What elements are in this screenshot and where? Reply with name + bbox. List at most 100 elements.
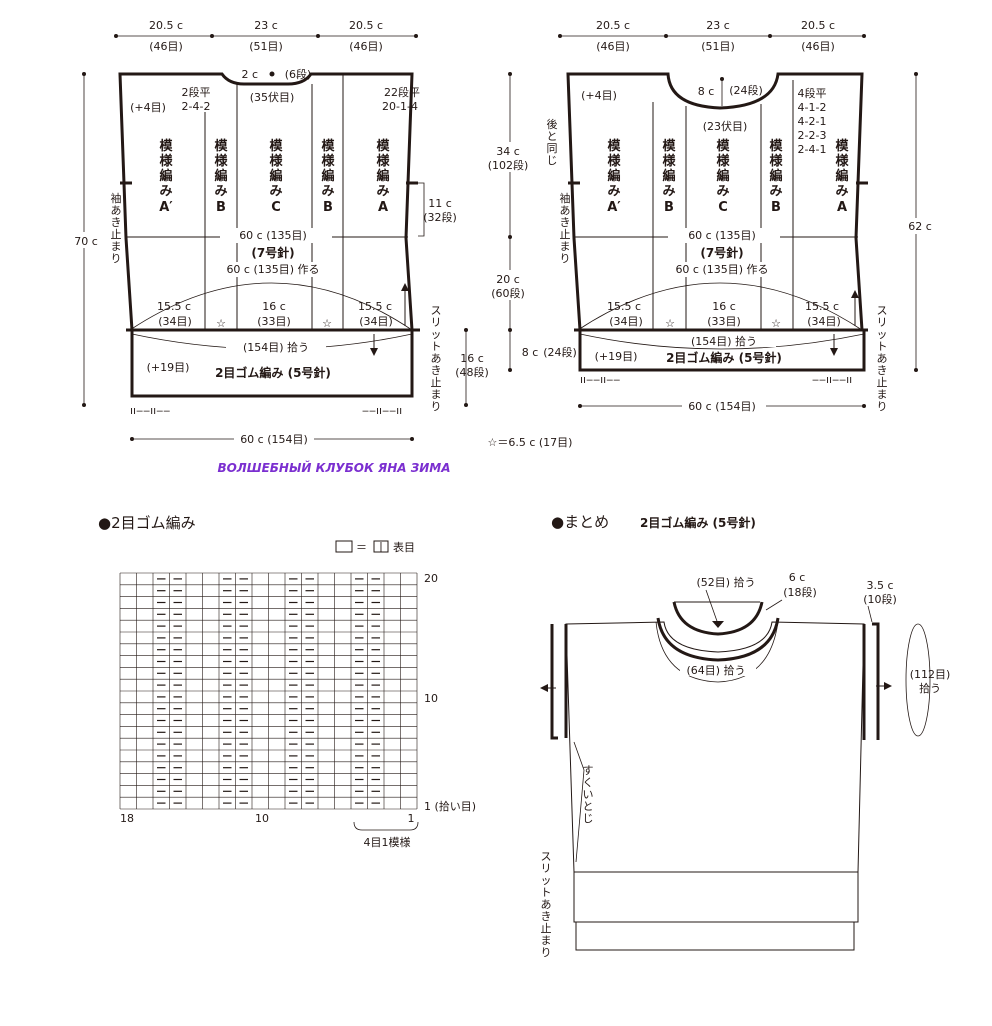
finish-subtitle: 2目ゴム編み (5号針) <box>640 515 756 530</box>
front-hem-split-3-st: (34目) <box>359 315 393 328</box>
front-dim-mid-st: (51目) <box>249 40 283 53</box>
back-dim-rib: 8 c <box>522 346 539 359</box>
front-hem-split-2: 16 c <box>262 300 286 313</box>
legend-text: 表目 <box>393 540 415 554</box>
back-hem-split-2: 16 c <box>712 300 736 313</box>
front-rib-marks-right: ‒‒ıı‒‒ıı <box>362 404 402 417</box>
back-star-2: ☆ <box>771 317 781 330</box>
back-cast-on: 60 c (135目) 作る <box>675 263 768 276</box>
back-hem-split-3-st: (34目) <box>807 315 841 328</box>
front-shape-right-2: 20-1-4 <box>382 100 418 113</box>
watermark: ВОЛШЕБНЫЙ КЛУБОК ЯНА ЗИМА <box>217 460 450 475</box>
star-note: ☆＝6.5 c (17目) <box>488 436 573 449</box>
front-star-1: ☆ <box>216 317 226 330</box>
front-slit-label: スリットあき止まり <box>431 304 442 413</box>
back-rib: 2目ゴム編み (5号針) <box>666 350 782 365</box>
chart-grid <box>119 572 418 810</box>
back-shape-1: 4段平 <box>798 86 827 100</box>
back-pickup: (154目) 拾う <box>691 334 757 348</box>
front-hem-split-3: 15.5 c <box>358 300 392 313</box>
back-rib-marks-left: ıı‒‒ıı‒‒ <box>580 373 620 386</box>
front-hem-split-2-st: (33目) <box>257 315 291 328</box>
sleeve-height-rows: (10段) <box>863 592 897 606</box>
front-width: 60 c (135目) <box>239 229 307 242</box>
front-dim-side-right: 20.5 c <box>349 19 383 32</box>
front-shape-left-2: 2-4-2 <box>182 100 211 113</box>
front-plus4: (+4目) <box>130 101 166 114</box>
front-piece: 20.5 c (46目) 23 c (51目) 20.5 c (46目) 2 c… <box>74 19 489 446</box>
back-neck-rows: (24段) <box>729 83 763 97</box>
back-dim-side-left: 20.5 c <box>596 19 630 32</box>
back-dim-side-left-st: (46目) <box>596 40 630 53</box>
legend-equals: ＝ <box>356 541 367 554</box>
front-dim-side-left-st: (46目) <box>149 40 183 53</box>
front-cast-on: 60 c (135目) 作る <box>226 263 319 276</box>
finish-title: ●まとめ <box>551 513 609 531</box>
neck-pickup-outer: (64目) 拾う <box>686 663 745 677</box>
front-rib: 2目ゴム編み (5号針) <box>215 365 331 380</box>
front-rib-height: 16 c <box>460 352 484 365</box>
front-dim-side-right-st: (46目) <box>349 40 383 53</box>
chart-row-20: 20 <box>424 572 438 585</box>
back-plus4: (+4目) <box>581 89 617 102</box>
back-shape-3: 4-2-1 <box>798 115 827 128</box>
back-needle: (7号針) <box>700 245 743 260</box>
chart-col-18: 18 <box>120 812 134 825</box>
neck-pickup-inner: (52目) 拾う <box>696 575 755 589</box>
legend-empty-cell <box>335 540 353 553</box>
back-hem-split-2-st: (33目) <box>707 315 741 328</box>
back-plus19: (+19目) <box>595 350 638 363</box>
front-shape-right-1: 22段平 <box>384 85 420 99</box>
front-height: 70 c <box>74 235 98 248</box>
front-rib-marks-left: ıı‒‒ıı‒‒ <box>130 404 170 417</box>
chart-col-1: 1 <box>408 812 415 825</box>
front-bottom-width: 60 c (154目) <box>240 433 308 446</box>
front-neck-bind: (35伏目) <box>250 90 295 104</box>
front-plus19: (+19目) <box>147 361 190 374</box>
back-shape-4: 2-2-3 <box>798 129 827 142</box>
front-hem-split-1-st: (34目) <box>158 315 192 328</box>
back-star-1: ☆ <box>665 317 675 330</box>
chart-row-1: 1 (拾い目) <box>424 799 476 813</box>
back-dim-upper-rows: (102段) <box>488 158 529 172</box>
back-dim-mid: 20 c <box>496 273 520 286</box>
back-dim-upper: 34 c <box>496 145 520 158</box>
back-rib-marks-right: ‒‒ıı‒‒ıı <box>812 373 852 386</box>
back-hem-split-3: 15.5 c <box>805 300 839 313</box>
back-neck-bind: (23伏目) <box>703 119 748 133</box>
front-pickup: (154目) 拾う <box>243 340 309 354</box>
front-rib-rows: (48段) <box>455 365 489 379</box>
back-bottom-width: 60 c (154目) <box>688 400 756 413</box>
back-shape-5: 2-4-1 <box>798 143 827 156</box>
back-shape-2: 4-1-2 <box>798 101 827 114</box>
neck-height: 6 c <box>789 571 806 584</box>
sleeve-height: 3.5 c <box>866 579 893 592</box>
front-dim-side-left: 20.5 c <box>149 19 183 32</box>
back-dim-mid-rows: (60段) <box>491 286 525 300</box>
back-dim-side-right-st: (46目) <box>801 40 835 53</box>
sleeve-pickup-2: 拾う <box>919 681 941 695</box>
front-hem-split-1: 15.5 c <box>157 300 191 313</box>
back-dim-mid-st: (51目) <box>701 40 735 53</box>
back-hem-split-1-st: (34目) <box>609 315 643 328</box>
back-armhole-label: 袖あき止まり <box>560 191 571 265</box>
back-slit-label: スリットあき止まり <box>877 304 888 413</box>
front-needle: (7号針) <box>251 245 294 260</box>
back-neck-depth: 8 c <box>698 85 715 98</box>
back-dim-mid: 23 c <box>706 19 730 32</box>
sleeve-pickup: (112目) <box>910 668 951 681</box>
front-neck-rows: (6段) <box>285 67 312 81</box>
front-shape-left-1: 2段平 <box>182 85 211 99</box>
front-armhole-label: 袖あき止まり <box>111 191 122 265</box>
finish-slit-label: スリットあき止まり <box>541 850 552 959</box>
